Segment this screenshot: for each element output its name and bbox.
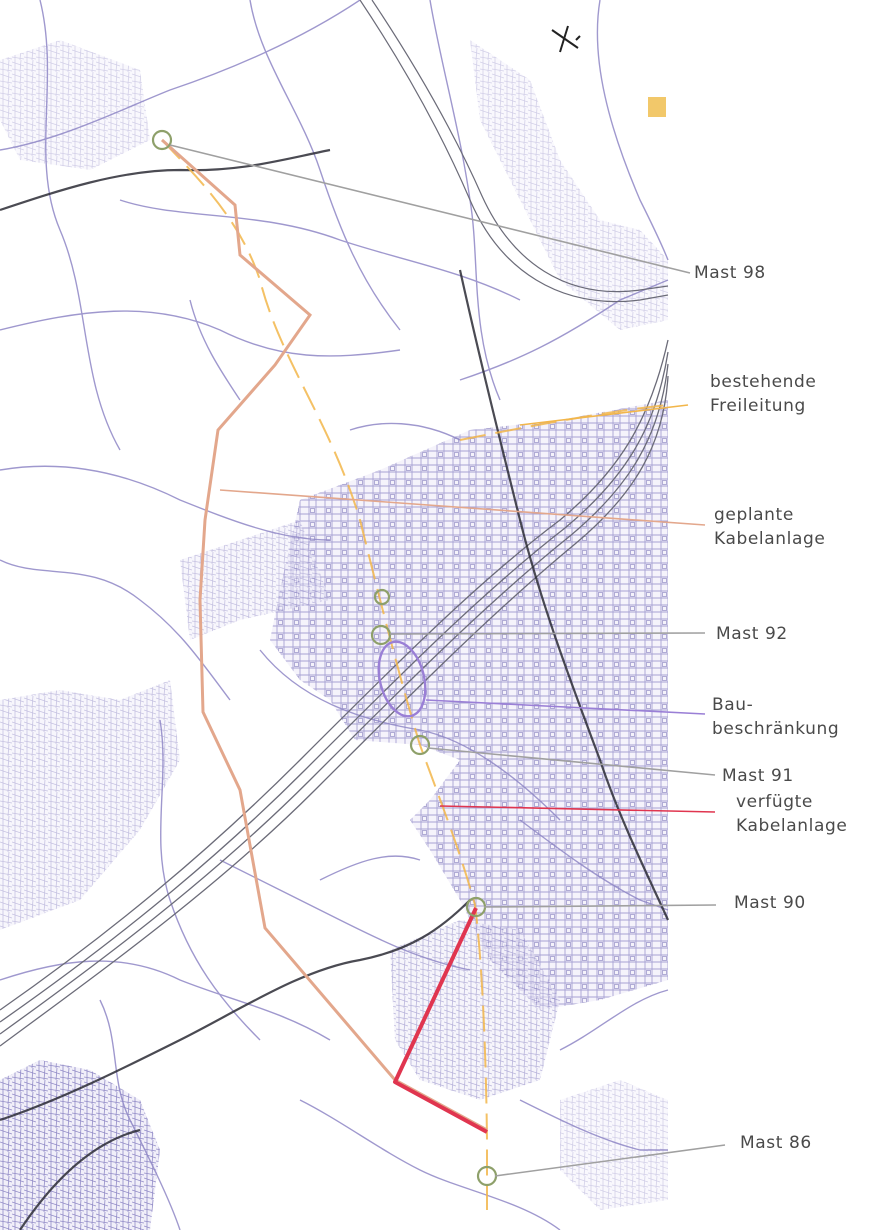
railway-north — [359, 0, 669, 303]
mast-circle-icon — [373, 588, 391, 606]
construction-restriction-area — [377, 640, 427, 718]
map-marker-square — [648, 97, 666, 117]
mast-circle-icon — [151, 129, 173, 151]
ordered-cable-route — [393, 907, 488, 1134]
main-roads — [0, 148, 670, 1230]
planned-cable-route — [161, 138, 488, 1132]
north-arrow-icon — [551, 25, 581, 53]
label-ordered-cable: verfügte Kabelanlage — [736, 792, 848, 836]
label-mast-92: Mast 92 — [716, 624, 788, 644]
label-mast-90: Mast 90 — [734, 893, 806, 913]
label-existing-overhead-line: bestehende Freileitung — [710, 372, 817, 416]
leader-lines — [169, 144, 726, 1177]
mast-markers — [151, 129, 498, 1187]
mast-circle-icon — [409, 734, 431, 756]
settlement-areas — [0, 40, 668, 1230]
label-planned-cable: geplante Kabelanlage — [714, 505, 826, 549]
mast-circle-icon — [370, 624, 392, 646]
label-construction-restriction: Bau- beschränkung — [712, 695, 840, 739]
label-mast-91: Mast 91 — [722, 766, 794, 786]
label-mast-98: Mast 98 — [694, 263, 766, 283]
railway — [0, 339, 669, 1047]
label-mast-86: Mast 86 — [740, 1133, 812, 1153]
